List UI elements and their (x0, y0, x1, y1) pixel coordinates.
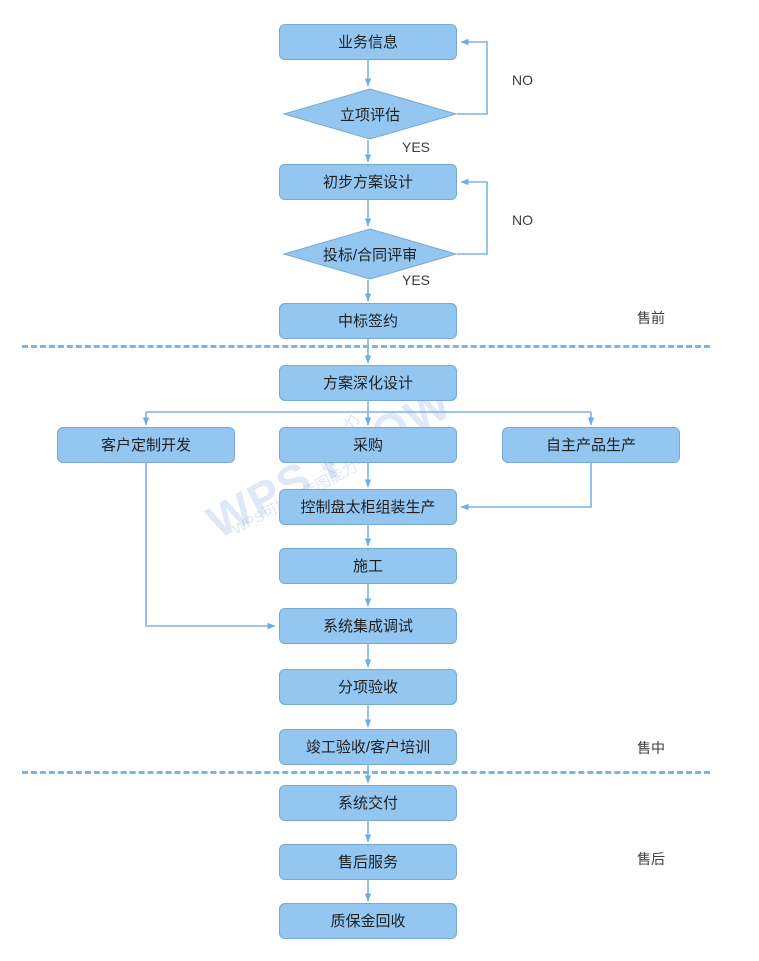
edge-d2-no-loop (457, 178, 488, 255)
phase-label-postsale: 售后 (637, 851, 665, 867)
node-cabinet-assembly[interactable]: 控制盘太柜组装生产 (279, 489, 457, 525)
diamond-shape (282, 88, 458, 140)
node-label: 售后服务 (337, 853, 398, 871)
node-construction[interactable]: 施工 (279, 548, 457, 584)
edge-label-no-1: NO (512, 72, 533, 88)
node-label: 投标/合同评审 (322, 246, 418, 264)
node-label: 控制盘太柜组装生产 (300, 498, 436, 516)
node-label: 初步方案设计 (322, 173, 413, 191)
node-label: 立项评估 (339, 106, 400, 124)
node-label: 客户定制开发 (100, 436, 191, 454)
node-label: 采购 (352, 436, 383, 454)
node-label: 系统集成调试 (322, 617, 413, 635)
node-label: 自主产品生产 (545, 436, 636, 454)
node-label: 业务信息 (337, 33, 398, 51)
decision-bid-contract-review[interactable]: 投标/合同评审 (282, 228, 458, 280)
node-procurement[interactable]: 采购 (279, 427, 457, 463)
divider-insale (22, 771, 710, 774)
node-partial-acceptance[interactable]: 分项验收 (279, 669, 457, 705)
decision-project-approval[interactable]: 立项评估 (282, 88, 458, 140)
edge-label-yes-1: YES (402, 139, 431, 155)
node-custom-development[interactable]: 客户定制开发 (57, 427, 235, 463)
edge-label-yes-2: YES (402, 272, 431, 288)
node-system-delivery[interactable]: 系统交付 (279, 785, 457, 821)
node-label: 系统交付 (337, 794, 398, 812)
phase-label-presale: 售前 (637, 310, 665, 326)
node-label: 施工 (352, 557, 383, 575)
node-contract-signing[interactable]: 中标签约 (279, 303, 457, 339)
node-business-info[interactable]: 业务信息 (279, 24, 457, 60)
diamond-shape (282, 228, 458, 280)
node-own-product-manufacturing[interactable]: 自主产品生产 (502, 427, 680, 463)
divider-presale (22, 345, 710, 348)
node-system-integration-debug[interactable]: 系统集成调试 (279, 608, 457, 644)
edge-label-no-2: NO (512, 212, 533, 228)
node-label: 方案深化设计 (322, 374, 413, 392)
node-warranty-deposit-recovery[interactable]: 质保金回收 (279, 903, 457, 939)
phase-label-insale: 售中 (637, 740, 665, 756)
node-label: 中标签约 (337, 312, 398, 330)
edge-n5-to-n10 (145, 463, 276, 630)
node-label: 质保金回收 (330, 912, 406, 930)
edge-d1-no-loop (457, 38, 488, 115)
node-detailed-design[interactable]: 方案深化设计 (279, 365, 457, 401)
edge-n7-to-n8 (460, 463, 592, 511)
node-preliminary-design[interactable]: 初步方案设计 (279, 164, 457, 200)
node-final-acceptance-training[interactable]: 竣工验收/客户培训 (279, 729, 457, 765)
node-after-sales-service[interactable]: 售后服务 (279, 844, 457, 880)
node-label: 竣工验收/客户培训 (305, 738, 431, 756)
node-label: 分项验收 (337, 678, 398, 696)
